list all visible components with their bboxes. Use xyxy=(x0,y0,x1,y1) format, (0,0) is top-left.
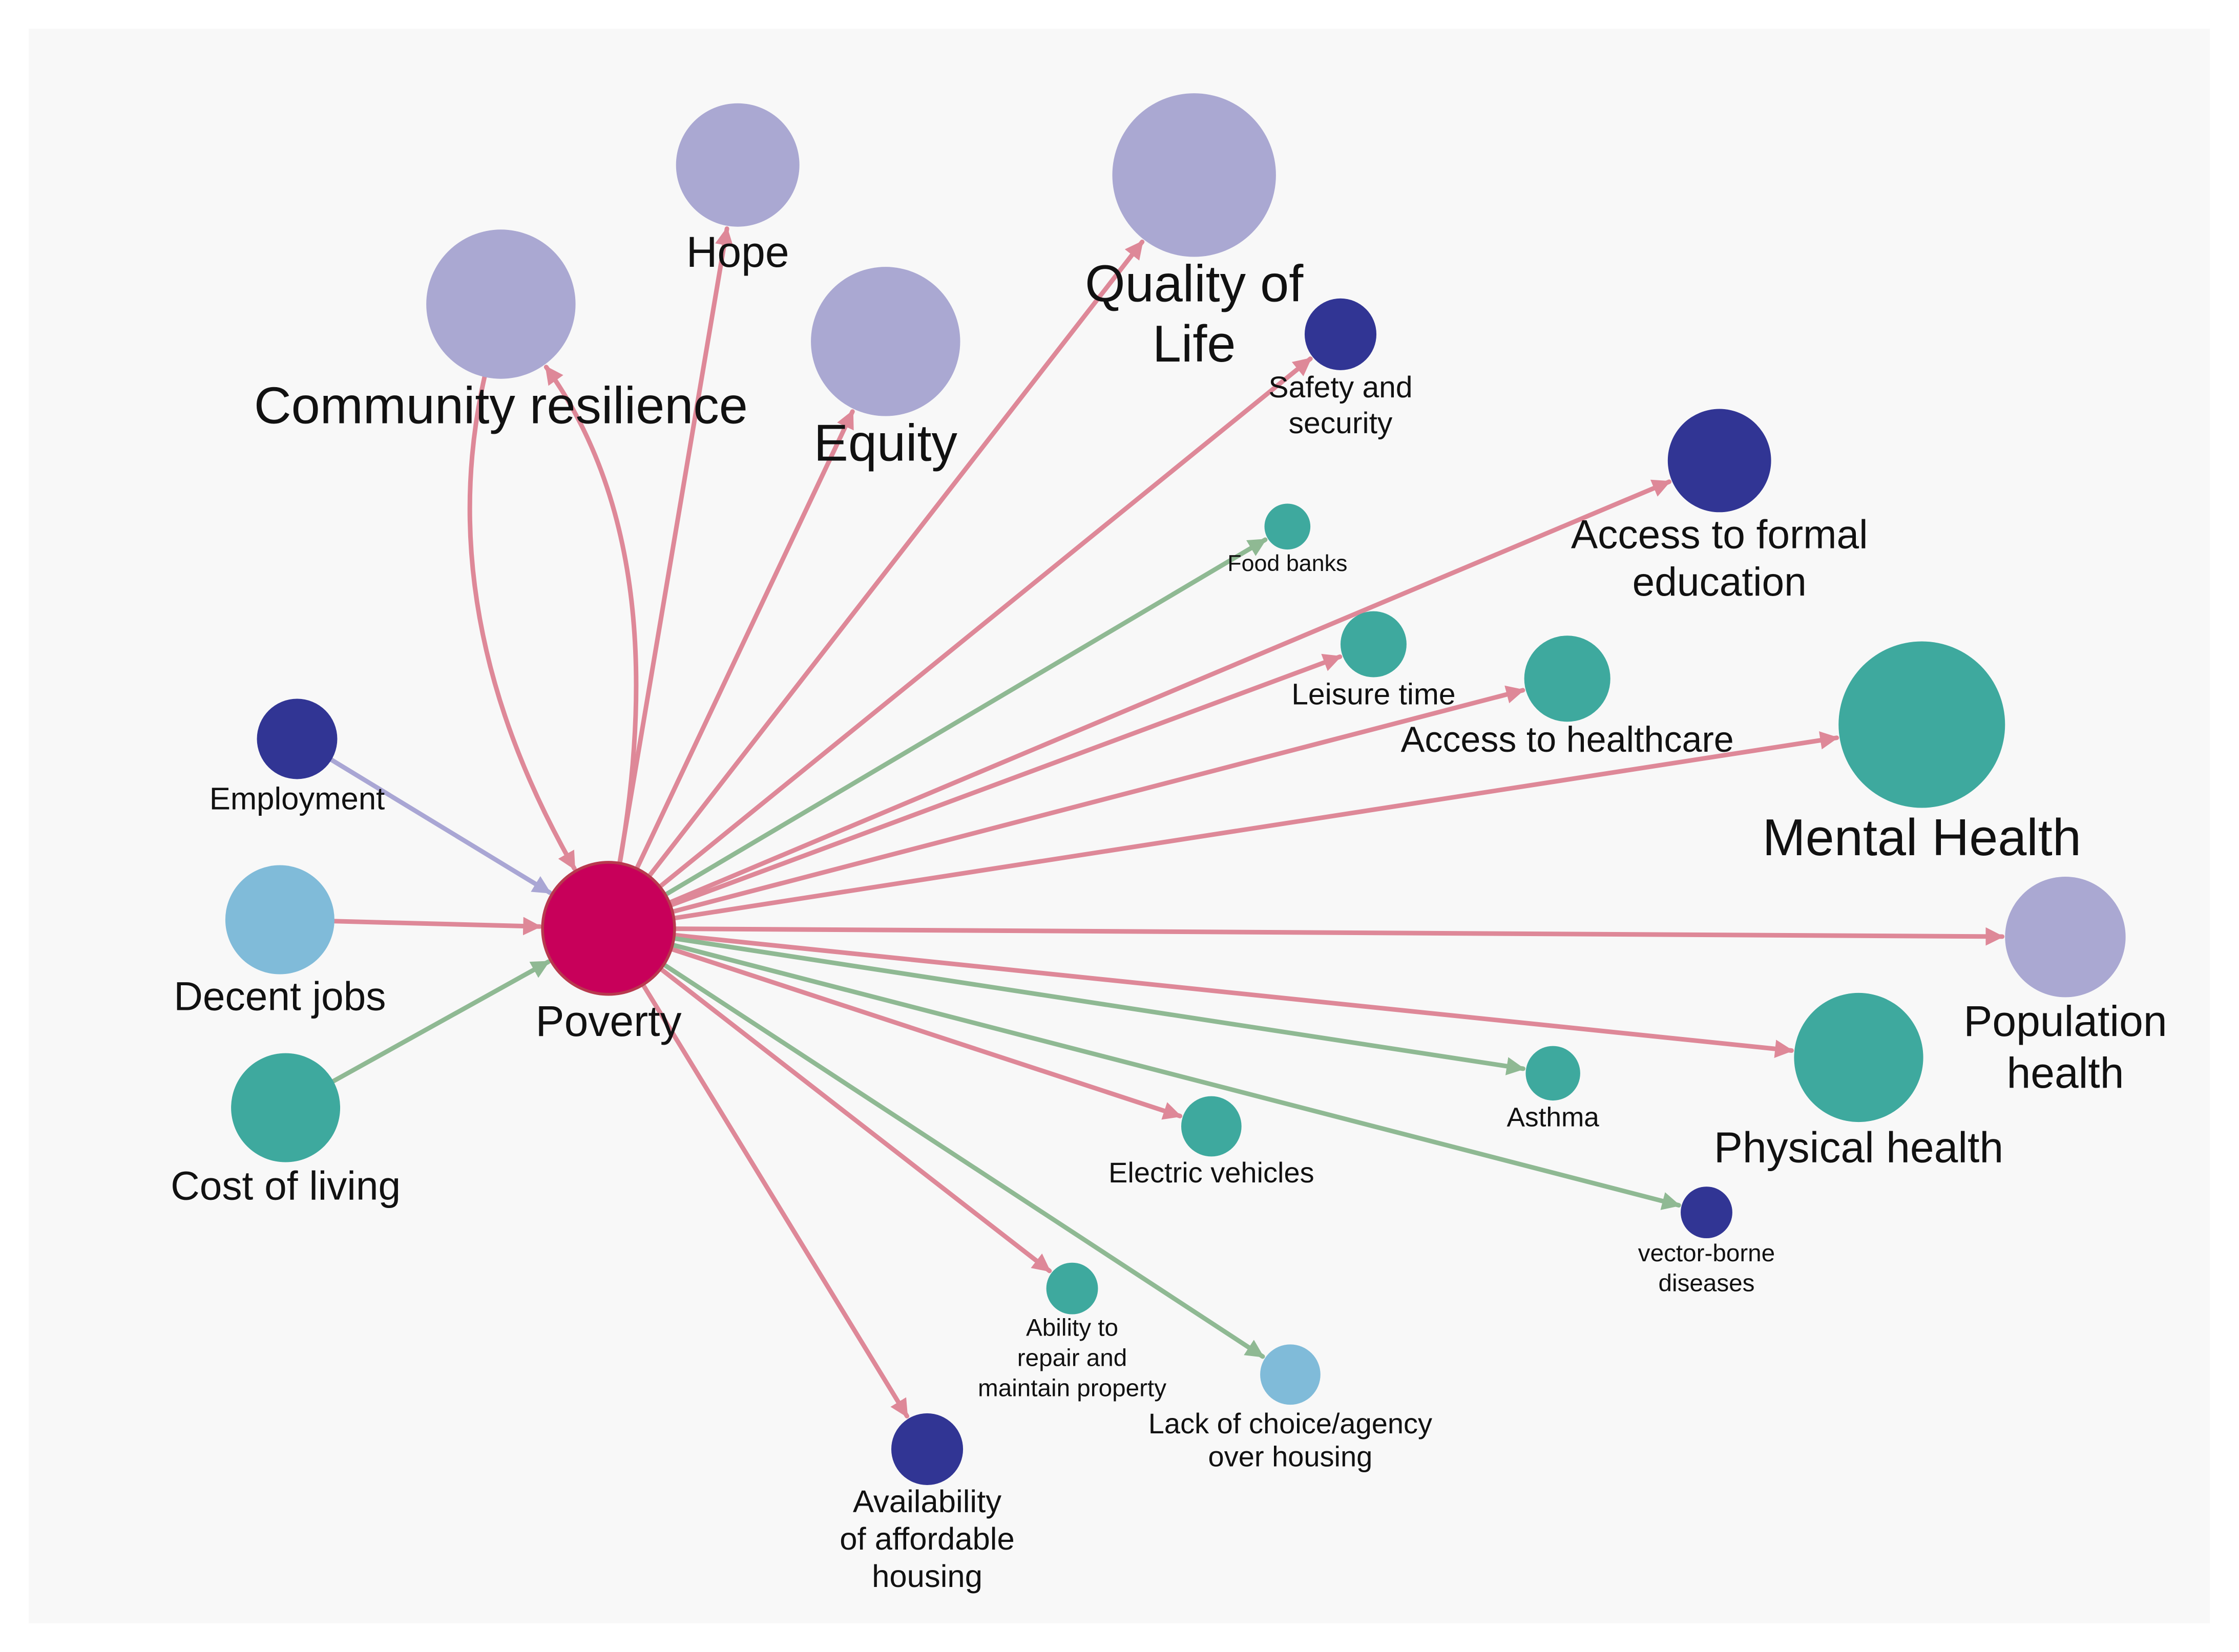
node-population[interactable] xyxy=(2005,876,2126,998)
node-label-physical: Physical health xyxy=(1714,1124,2003,1172)
node-vector[interactable] xyxy=(1681,1187,1732,1239)
edge-poverty-to-electric xyxy=(668,946,1183,1120)
node-education[interactable] xyxy=(1667,409,1771,513)
edge-poverty-to-foodbanks xyxy=(663,537,1268,897)
node-healthcare[interactable] xyxy=(1524,636,1610,722)
edge-poverty-to-asthma xyxy=(671,936,1526,1075)
edge-costliving-to-poverty xyxy=(331,959,551,1084)
node-label-community: Community resilience xyxy=(254,377,748,435)
node-hope[interactable] xyxy=(676,103,800,227)
edge-poverty-to-affordable xyxy=(640,982,910,1418)
edge-community-to-poverty xyxy=(467,374,577,871)
node-label-poverty: Poverty xyxy=(536,997,682,1045)
node-safety[interactable] xyxy=(1304,298,1377,370)
node-label-equity: Equity xyxy=(814,414,958,472)
node-label-asthma: Asthma xyxy=(1506,1103,1599,1133)
edge-poverty-to-leisure xyxy=(668,653,1343,908)
node-repair[interactable] xyxy=(1046,1262,1098,1315)
node-label-foodbanks: Food banks xyxy=(1227,550,1347,576)
diagram-panel xyxy=(29,29,2210,1623)
node-label-employment: Employment xyxy=(210,781,385,816)
edge-poverty-to-healthcare xyxy=(670,685,1525,914)
edge-poverty-to-repair xyxy=(658,966,1052,1274)
edge-poverty-to-safety xyxy=(657,356,1313,889)
node-costliving[interactable] xyxy=(231,1053,341,1162)
edge-poverty-to-choice xyxy=(661,962,1265,1359)
edge-poverty-to-population xyxy=(672,926,2005,946)
node-poverty[interactable] xyxy=(541,861,676,996)
node-foodbanks[interactable] xyxy=(1264,503,1311,550)
edge-poverty-to-education xyxy=(667,479,1672,905)
node-label-hope: Hope xyxy=(686,228,789,276)
node-choice[interactable] xyxy=(1260,1344,1321,1405)
node-employment[interactable] xyxy=(257,698,338,779)
nodes-layer xyxy=(225,93,2126,1485)
node-label-electric: Electric vehicles xyxy=(1108,1156,1314,1189)
edge-poverty-to-quality xyxy=(646,239,1145,879)
node-decentjobs[interactable] xyxy=(225,865,334,975)
edge-poverty-to-mental xyxy=(671,731,1839,921)
edge-poverty-to-hope xyxy=(617,226,734,866)
edge-poverty-to-community xyxy=(543,365,639,866)
node-label-healthcare: Access to healthcare xyxy=(1401,719,1734,759)
node-label-decentjobs: Decent jobs xyxy=(174,974,386,1019)
node-asthma[interactable] xyxy=(1525,1046,1580,1101)
node-mental[interactable] xyxy=(1838,641,2005,808)
edge-poverty-to-equity xyxy=(634,409,855,871)
node-quality[interactable] xyxy=(1112,93,1276,257)
node-leisure[interactable] xyxy=(1340,611,1407,677)
node-label-costliving: Cost of living xyxy=(171,1163,401,1208)
node-equity[interactable] xyxy=(811,267,960,416)
node-affordable[interactable] xyxy=(891,1413,964,1485)
edge-employment-to-poverty xyxy=(329,757,552,895)
node-electric[interactable] xyxy=(1181,1096,1242,1157)
edges-layer xyxy=(329,226,2005,1418)
edge-decentjobs-to-poverty xyxy=(332,917,542,936)
node-community[interactable] xyxy=(426,229,576,379)
node-label-mental: Mental Health xyxy=(1763,809,2081,866)
edge-poverty-to-physical xyxy=(672,933,1794,1058)
node-physical[interactable] xyxy=(1794,992,1923,1122)
node-label-leisure: Leisure time xyxy=(1291,678,1455,711)
edge-poverty-to-vector xyxy=(670,942,1681,1210)
